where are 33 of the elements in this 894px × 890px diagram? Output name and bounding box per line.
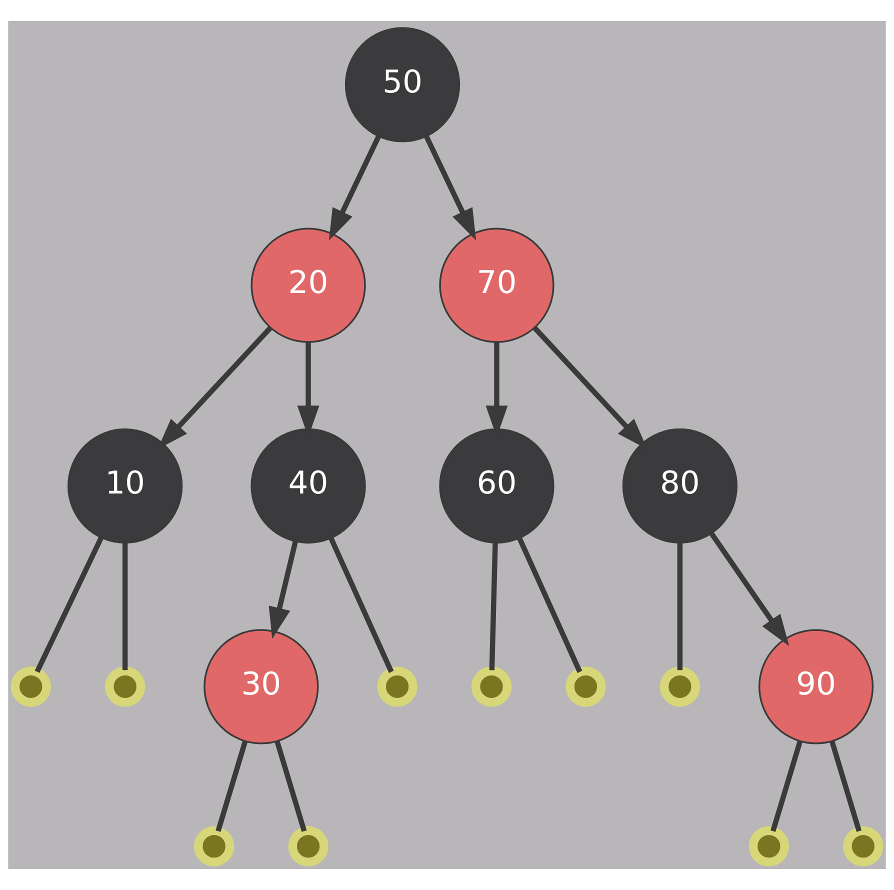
node-circle: 10: [68, 428, 183, 544]
node-circle: 60: [439, 428, 554, 544]
node-circle: 90: [758, 629, 874, 744]
connector: [34, 536, 104, 673]
connector: [274, 740, 307, 832]
node-circle: [194, 826, 234, 866]
node-circle: 70: [439, 228, 554, 343]
node-circle: 50: [344, 27, 460, 142]
node-circle: [377, 666, 418, 707]
connector: [328, 536, 394, 673]
arrow: [709, 532, 790, 646]
node-circle: 20: [250, 228, 366, 343]
node-circle: 40: [250, 428, 366, 544]
node-circle: [10, 666, 51, 707]
arrow: [328, 135, 382, 240]
node-circle: [748, 826, 789, 866]
node-circle: 80: [622, 428, 738, 544]
node-circle: 30: [204, 629, 319, 744]
connector: [770, 740, 803, 832]
node-circle: [843, 826, 884, 866]
connector: [829, 740, 862, 832]
connector: [216, 740, 248, 832]
node-circle: [566, 666, 606, 707]
arrow: [424, 135, 476, 240]
connector: [122, 543, 128, 670]
connector: [489, 543, 498, 670]
node-circle: [660, 666, 700, 707]
node-circle: [288, 826, 328, 866]
arrow: [268, 541, 298, 639]
connector: [517, 536, 582, 673]
node-circle: [471, 666, 512, 707]
connector: [677, 543, 683, 670]
node-circle: [105, 666, 146, 707]
